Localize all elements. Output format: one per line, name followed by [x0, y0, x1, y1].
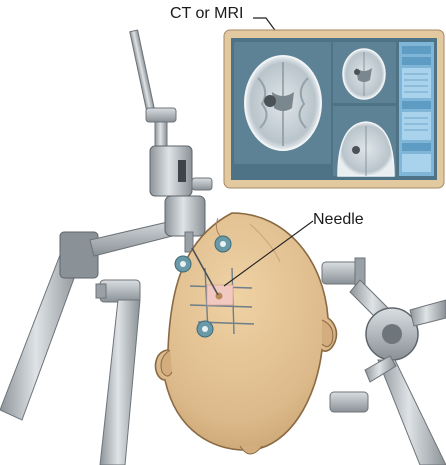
needle-label: Needle	[313, 211, 364, 229]
lesion-marker	[264, 95, 276, 107]
fiducial-marker	[197, 321, 213, 337]
fiducial-marker	[175, 256, 191, 272]
ct-mri-monitor	[224, 30, 444, 188]
head-outline	[156, 213, 337, 450]
fiducial-marker	[215, 236, 231, 252]
stereotactic-frame-right	[322, 258, 446, 465]
stereotactic-frame-left	[0, 218, 188, 465]
patient-head	[156, 213, 337, 454]
needle-guide-assembly	[130, 30, 212, 252]
ct-mri-label: CT or MRI	[170, 5, 243, 23]
